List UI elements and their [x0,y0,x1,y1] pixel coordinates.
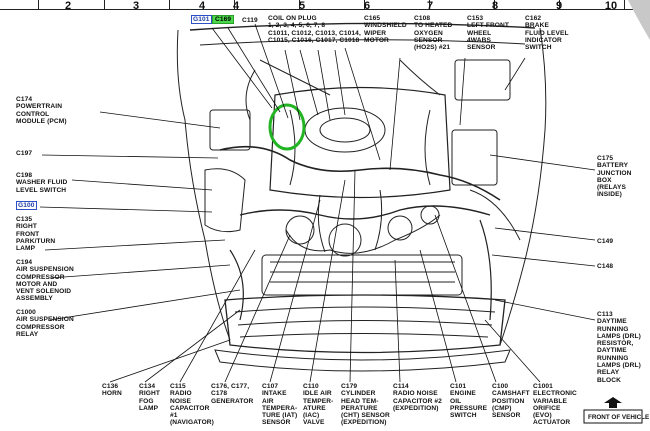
main-harness [219,145,501,201]
label-c179: C179 CYLINDER HEAD TEM- PERATURE (CHT) S… [341,383,390,427]
label-c114: C114 RADIO NOISE CAPACITOR #2 (EXPEDITIO… [393,383,442,412]
right-fender-outline [176,29,231,341]
label-c100: C100 CAMSHAFT POSITION (CMP) SENSOR [492,383,530,420]
harness-branch [469,189,521,241]
right-harness-branch [229,249,244,321]
lower-hose [317,194,326,253]
grid-column-number: 10 [604,0,618,12]
label-c165: C165 WINDSHIELD WIPER MOTOR [364,15,407,44]
harness-branch [259,59,331,96]
label-c148: C148 [597,263,614,270]
connector-g100-label: G100 [16,201,37,211]
label-c149: C149 [597,238,614,245]
accessory-belt [285,214,441,254]
grid-divider [624,0,625,9]
grille-bar [234,306,496,313]
grid-divider [169,0,170,9]
label-c108: C108 TO HEATED OXYGEN SENSOR (HO2S) #21 [414,15,453,52]
pulley-outline [328,223,362,257]
label-c136: C136 HORN [102,383,122,398]
label-c162: C162 BRAKE FLUID LEVEL INDICATOR SWITCH [525,15,569,52]
pulley-outline [285,215,315,245]
label-c1000: C1000 AIR SUSPENSION COMPRESSOR RELAY [16,309,74,338]
grid-column-number: 4 [198,0,206,12]
intake-manifold-outline [269,86,451,199]
label-c1001: C1001 ELECTRONIC VARIABLE ORIFICE (EVO) … [533,383,577,427]
grid-column-number: 6 [363,0,371,12]
grille-bar [237,320,493,326]
pulley-outline [387,215,413,241]
grid-column-number: 9 [555,0,563,12]
valve-cover-left [424,109,431,186]
grid-column-number: 3 [132,0,140,12]
grid-divider [559,0,560,9]
label-c175: C175 BATTERY JUNCTION BOX (RELAYS INSIDE… [597,155,632,199]
grid-divider [429,0,430,9]
cowl-inner-line [199,39,526,46]
grid-divider [104,0,105,9]
air-duct [245,69,256,121]
brake-master-cylinder-outline [454,59,511,101]
grid-column-number: 4 [232,0,240,12]
harness-branch [399,59,441,96]
front-of-vehicle-label: FRONT OF VEHICLE [588,414,650,421]
grid-column-number: 8 [491,0,499,12]
grid-divider [234,0,235,9]
grid-divider [299,0,300,9]
grid-column-number: 5 [298,0,306,12]
valve-cover-right [289,109,296,186]
grid-column-number: 7 [426,0,434,12]
left-harness-branch [479,219,492,321]
label-c110: C110 IDLE AIR TEMPER- ATURE (IAC) VALVE [303,383,334,427]
battery-junction-box-outline [451,129,498,186]
label-c101: C101 ENGINE OIL PRESSURE SWITCH [450,383,488,420]
connector-g101-label: G101 [191,15,212,25]
label-c135: C135 RIGHT FRONT PARK/TURN LAMP [16,216,56,253]
upper-radiator-hose [374,189,383,251]
front-of-vehicle-arrow-icon [583,397,643,424]
page-fold-decoration [628,0,650,40]
label-c198: C198 WASHER FLUID LEVEL SWITCH [16,172,68,194]
grid-divider [494,0,495,9]
grid-header-rule [0,9,650,10]
grid-divider [38,0,39,9]
label-c194: C194 AIR SUSPENSION COMPRESSOR MOTOR AND… [16,259,74,303]
label-c197: C197 [16,150,33,157]
grid-column-number: 2 [64,0,72,12]
cowl-line [189,22,536,31]
connector-c169-label: C169 [212,15,235,25]
label-c134: C134 RIGHT FOG LAMP [139,383,161,412]
label-c113: C113 DAYTIME RUNNING LAMPS (DRL) RESISTO… [597,311,641,384]
label-c119: C119 [242,17,258,24]
left-fender-outline [499,27,547,346]
washer-reservoir-outline [204,168,246,233]
grid-divider [364,0,365,9]
label-c153: C153 LEFT FRONT WHEEL 4WABS SENSOR [467,15,510,52]
radiator-outline [261,254,463,296]
label-c174: C174 POWERTRAIN CONTROL MODULE (PCM) [16,96,67,125]
label-c176: C176, C177, C178 GENERATOR [211,383,254,405]
highlight-circle [268,103,306,151]
throttle-body-inner [319,117,371,143]
bumper-outline [214,349,511,372]
front-harness [239,205,491,220]
label-coil-on-plug: COIL ON PLUG 1, 2, 3, 4, 5, 6, 7, 8 C101… [268,15,361,44]
leader-lines [39,23,596,383]
grille-bar [239,333,489,338]
grille-outline [224,294,506,354]
label-c115: C115 RADIO NOISE CAPACITOR #1 (NAVIGATOR… [170,383,214,427]
pcm-outline [209,109,251,151]
label-c107: C107 INTAKE AIR TEMPERA- TURE (IAT) SENS… [262,383,298,427]
pulley-outline [420,205,440,225]
